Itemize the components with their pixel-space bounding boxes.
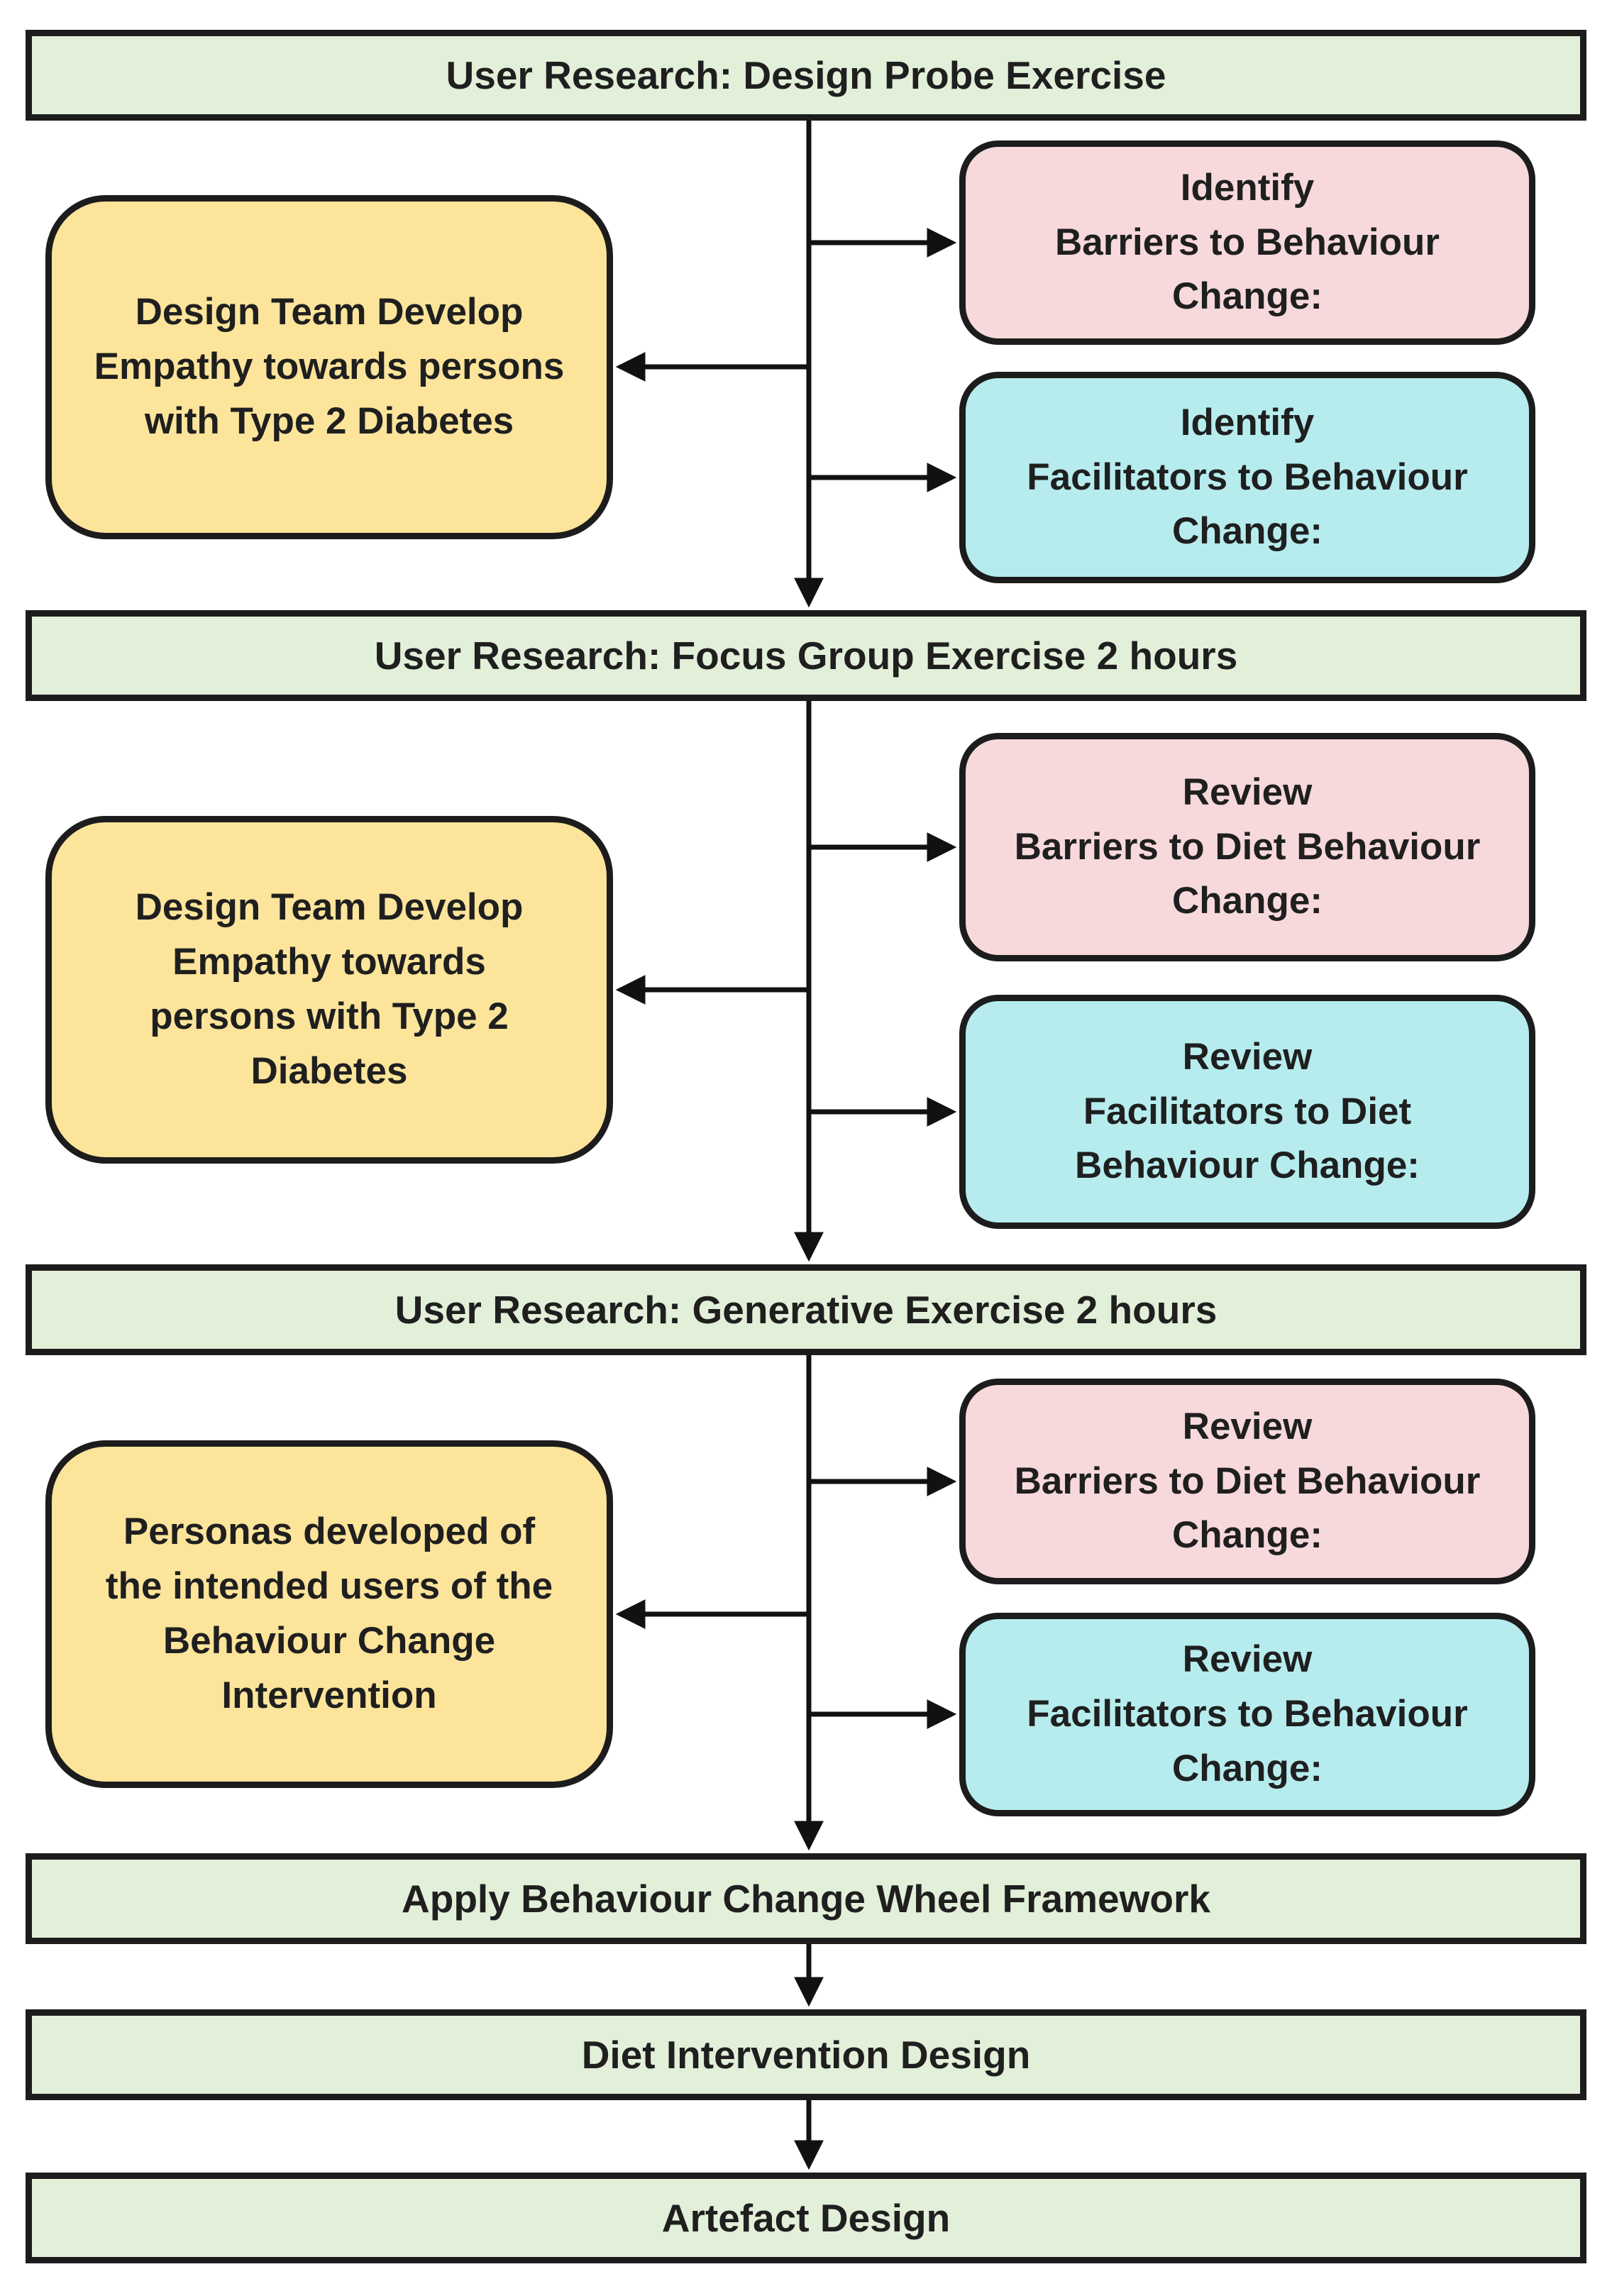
yellow-box-empathy-2: Design Team Develop Empathy towards pers… bbox=[45, 816, 613, 1164]
stage-bar-focus-group: User Research: Focus Group Exercise 2 ho… bbox=[26, 610, 1586, 701]
cyan-box-identify-facilitators: Identify Facilitators to Behaviour Chang… bbox=[959, 372, 1535, 583]
stage-bar-diet-intervention: Diet Intervention Design bbox=[26, 2009, 1586, 2100]
pink-box-review-diet-barriers-2: Review Barriers to Diet Behaviour Change… bbox=[959, 1379, 1535, 1584]
cyan-box-review-facilitators: Review Facilitators to Behaviour Change: bbox=[959, 1613, 1535, 1816]
yellow-box-personas: Personas developed of the intended users… bbox=[45, 1440, 613, 1788]
cyan-box-review-diet-facilitators: Review Facilitators to Diet Behaviour Ch… bbox=[959, 995, 1535, 1229]
stage-bar-design-probe: User Research: Design Probe Exercise bbox=[26, 30, 1586, 121]
yellow-box-empathy-1: Design Team Develop Empathy towards pers… bbox=[45, 195, 613, 539]
stage-bar-apply-bcw: Apply Behaviour Change Wheel Framework bbox=[26, 1853, 1586, 1944]
pink-box-identify-barriers: Identify Barriers to Behaviour Change: bbox=[959, 140, 1535, 345]
stage-bar-artefact-design: Artefact Design bbox=[26, 2173, 1586, 2263]
stage-bar-generative: User Research: Generative Exercise 2 hou… bbox=[26, 1264, 1586, 1355]
pink-box-review-diet-barriers-1: Review Barriers to Diet Behaviour Change… bbox=[959, 733, 1535, 961]
